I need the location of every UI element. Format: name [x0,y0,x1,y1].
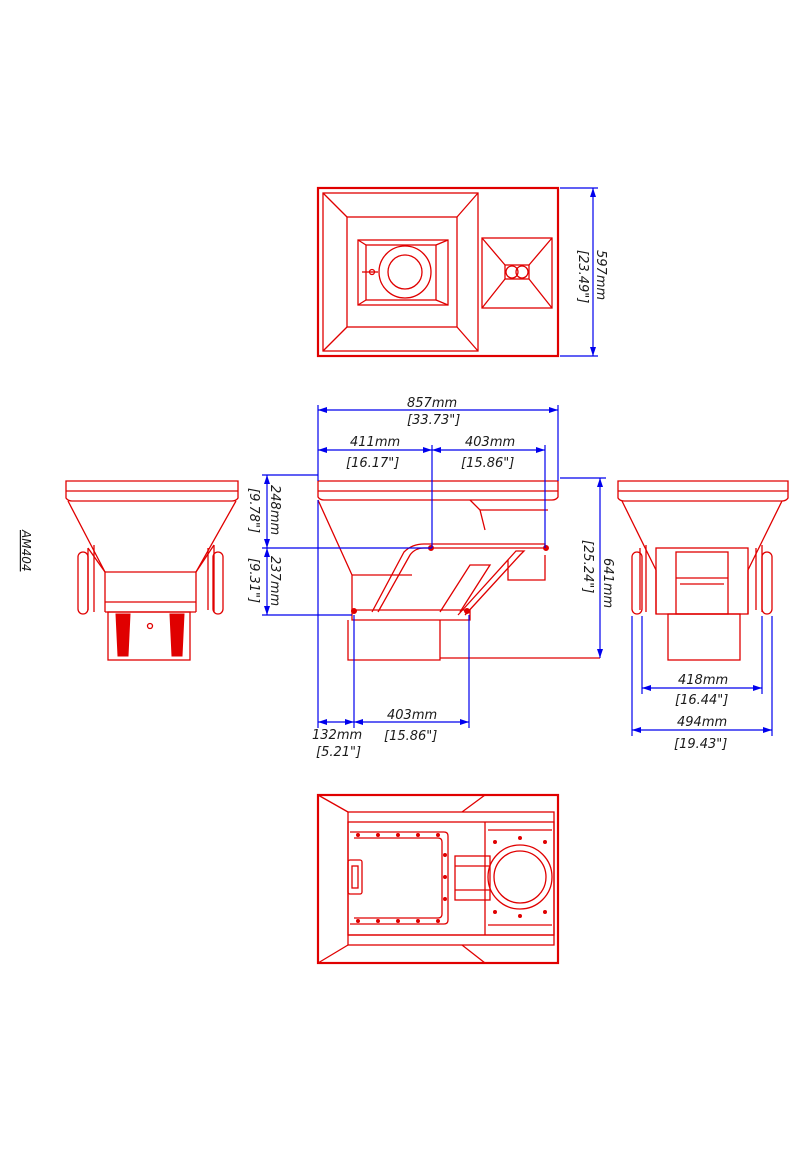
dim-overall-width-mm: 857mm [407,396,457,411]
dim-upper-right-mm: 403mm [465,435,515,450]
dim-offset-in: [5.21"] [316,745,361,760]
model-label: AM404 [19,529,33,571]
dim-overall-width: 857mm [33.73"] [317,396,559,481]
dim-top-depth-in: [23.49"] [575,250,590,303]
dim-end-inner-in: [16.44"] [675,693,728,708]
front-view [317,480,600,661]
dim-lower-height-mm: 237mm [267,556,282,606]
dim-end-inner-mm: 418mm [678,673,728,688]
bottom-view [316,793,560,965]
dim-end-outer-in: [19.43"] [674,737,727,752]
dim-bottom-offsets: 403mm [15.86"] 132mm [5.21"] [312,500,470,760]
dim-overall-height: 641mm [25.24"] [560,477,615,658]
dim-upper-right-in: [15.86"] [461,456,514,471]
dim-top-depth-mm: 597mm [593,250,608,300]
dim-upper-height-mm: 248mm [267,485,282,535]
dim-upper-left-mm: 411mm [350,435,400,450]
dim-left-heights: 248mm [9.78"] 237mm [9.31"] [246,474,432,616]
dim-upper-left-in: [16.17"] [346,456,399,471]
dim-offset-mm: 132mm [312,728,362,743]
dim-end-widths: 418mm [16.44"] 494mm [19.43"] [631,616,773,752]
dim-top-depth: 597mm [23.49"] [560,187,608,357]
right-side-view [617,480,789,661]
dim-upper-height-in: [9.78"] [246,488,261,533]
dim-overall-height-mm: 641mm [600,558,615,608]
dim-lower-height-in: [9.31"] [246,558,261,603]
dim-upper-split: 411mm [16.17"] 403mm [15.86"] [318,435,546,548]
top-view [316,186,560,358]
dim-lower-spacing-in: [15.86"] [384,729,437,744]
dim-overall-width-in: [33.73"] [407,413,460,428]
left-side-view [65,480,239,661]
dim-overall-height-in: [25.24"] [580,540,595,593]
dim-end-outer-mm: 494mm [677,715,727,730]
dim-lower-spacing-mm: 403mm [387,708,437,723]
